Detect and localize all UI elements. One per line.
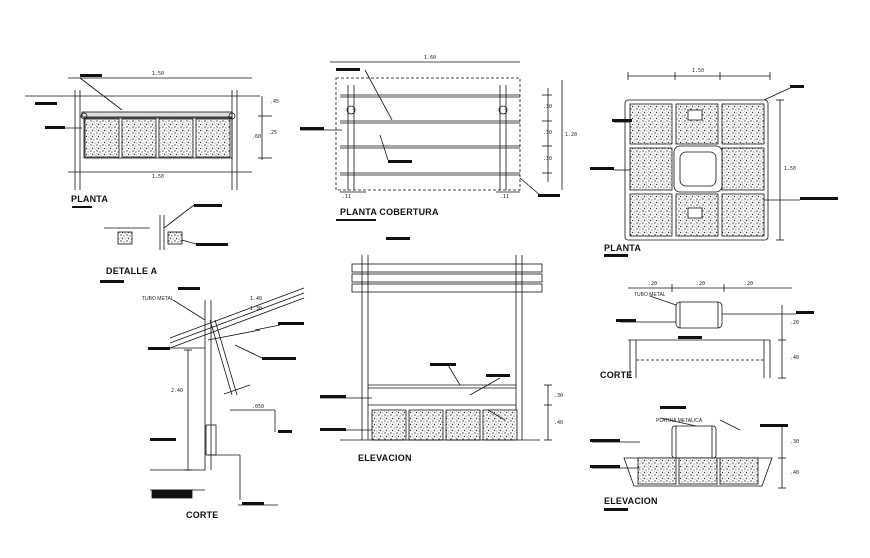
planta-cobertura-drawing (300, 61, 563, 196)
planta-right-title: PLANTA (604, 243, 642, 253)
corte-right-title: CORTE (600, 370, 633, 380)
planta-left-drawing (25, 77, 272, 190)
dim-corte-right-2: .20 (696, 281, 706, 287)
dim-planta-right-top: 1.50 (692, 68, 705, 74)
corte-left-title: CORTE (186, 510, 219, 520)
dim-planta-bottom: 1.50 (152, 174, 165, 180)
dim-corte-b: .050 (252, 404, 265, 410)
dim-cobertura-side: 1.20 (565, 132, 578, 138)
elevacion-mid-drawing (320, 255, 552, 441)
note-tubo-corte: TUBO METAL (142, 296, 174, 302)
detalle-a-title: DETALLE A (106, 266, 158, 276)
elevacion-mid-title: ELEVACION (358, 453, 412, 463)
dim-corte-right-1: .20 (648, 281, 658, 287)
dim-planta-side3: .25 (268, 130, 278, 136)
planta-right-drawing (614, 72, 800, 241)
dim-planta-side2: .45 (270, 99, 280, 105)
dim-planta-top: 1.50 (152, 71, 165, 77)
note-platina: PLATINA METALICA (656, 418, 703, 424)
dim-elev-right-h1: .30 (790, 439, 800, 445)
dim-planta-right-side: 1.50 (784, 166, 797, 172)
planta-left-title: PLANTA (71, 194, 109, 204)
elevacion-right-drawing (592, 417, 786, 489)
dim-corte-1: 1.40 (250, 296, 263, 302)
leader-tags (35, 68, 838, 511)
dim-corte-right-3: .20 (744, 281, 754, 287)
dim-cobertura-s3: .30 (543, 156, 553, 162)
corte-right-drawing (620, 284, 796, 379)
dim-corte-h: 2.40 (171, 388, 184, 394)
dim-elev-right-h2: .40 (790, 470, 800, 476)
dim-cobertura-s2: .30 (543, 130, 553, 136)
detalle-a-drawing (104, 204, 197, 250)
elevacion-right-title: ELEVACION (604, 496, 658, 506)
planta-cobertura-title: PLANTA COBERTURA (340, 207, 439, 217)
dim-cobertura-top: 1.60 (424, 55, 437, 61)
dim-elev-mid-h1: .30 (554, 393, 564, 399)
note-tubo-corte-right: TUBO METAL (634, 292, 666, 298)
dim-corte-right-h2: .40 (790, 355, 800, 361)
dim-corte-2: 1.30 (250, 306, 263, 312)
dim-cobertura-b1: .11 (342, 194, 352, 200)
dim-corte-right-h1: .20 (790, 320, 800, 326)
dim-cobertura-s1: .30 (543, 104, 553, 110)
dim-cobertura-b2: .11 (500, 194, 510, 200)
corte-left-drawing (150, 287, 305, 506)
dim-planta-side: .60 (252, 134, 262, 140)
dim-elev-mid-h2: .40 (554, 420, 564, 426)
